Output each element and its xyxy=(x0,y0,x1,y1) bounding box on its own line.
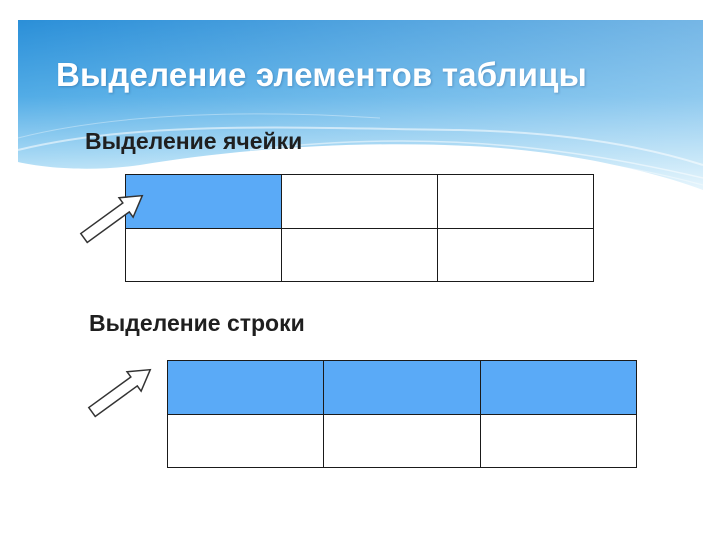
table-row xyxy=(126,228,594,282)
selected-table-cell[interactable] xyxy=(480,361,636,415)
table-cell[interactable] xyxy=(438,228,594,282)
row-section-heading: Выделение строки xyxy=(89,310,305,337)
selected-table-cell[interactable] xyxy=(168,361,324,415)
table-cell[interactable] xyxy=(168,414,324,468)
slide-title: Выделение элементов таблицы xyxy=(56,56,587,94)
table-cell[interactable] xyxy=(282,228,438,282)
selected-table-cell[interactable] xyxy=(324,361,480,415)
table-row xyxy=(126,175,594,229)
table-cell[interactable] xyxy=(282,175,438,229)
table-cell[interactable] xyxy=(480,414,636,468)
table-row xyxy=(168,414,637,468)
cell-selection-table xyxy=(125,174,594,282)
selected-table-row[interactable] xyxy=(168,361,637,415)
table-cell[interactable] xyxy=(324,414,480,468)
cell-section-heading: Выделение ячейки xyxy=(85,128,302,155)
arrow-pointer-icon xyxy=(86,364,166,424)
table-cell[interactable] xyxy=(438,175,594,229)
row-selection-table xyxy=(167,360,637,468)
arrow-pointer-icon xyxy=(78,190,158,250)
